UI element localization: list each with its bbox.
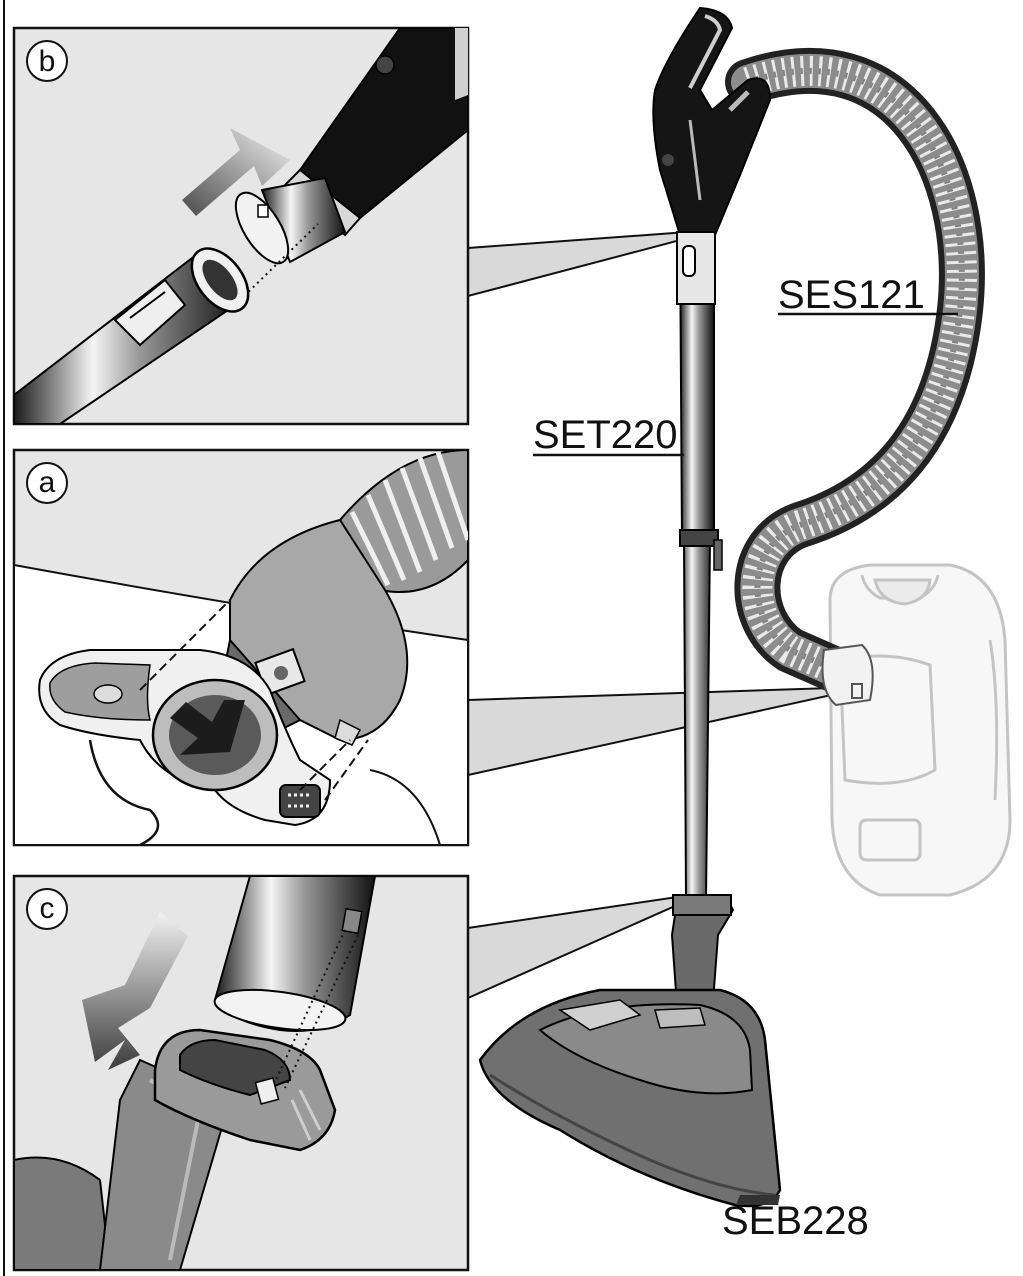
vacuum-body-ghost xyxy=(828,563,1012,897)
badge-c xyxy=(26,888,68,930)
label-ses121: SES121 xyxy=(778,273,958,317)
suction-tube-set220 xyxy=(676,231,723,901)
badge-a-text: a xyxy=(39,466,56,499)
floorhead-seb228 xyxy=(478,894,782,1208)
handle xyxy=(652,6,772,236)
label-set220: SET220 xyxy=(533,413,684,457)
callout-wedge-b xyxy=(467,230,689,298)
label-seb228: SEB228 xyxy=(722,1199,869,1243)
panel-c: c xyxy=(12,874,470,1272)
badge-c-text: c xyxy=(40,892,55,925)
arrow-a xyxy=(170,700,245,755)
arrow-b xyxy=(182,128,290,216)
hose-ses121 xyxy=(725,47,985,707)
callout-wedge-c xyxy=(467,894,685,1000)
label-ses121-text: SES121 xyxy=(778,273,925,317)
label-set220-text: SET220 xyxy=(533,413,678,457)
badge-b xyxy=(26,40,68,82)
label-seb228-text: SEB228 xyxy=(722,1199,869,1243)
panel-b: b xyxy=(12,26,470,426)
badge-b-text: b xyxy=(39,45,56,78)
arrow-c xyxy=(82,912,188,1070)
callout-wedge-a xyxy=(467,686,838,777)
panel-a: a xyxy=(12,448,470,847)
badge-a xyxy=(26,462,68,504)
